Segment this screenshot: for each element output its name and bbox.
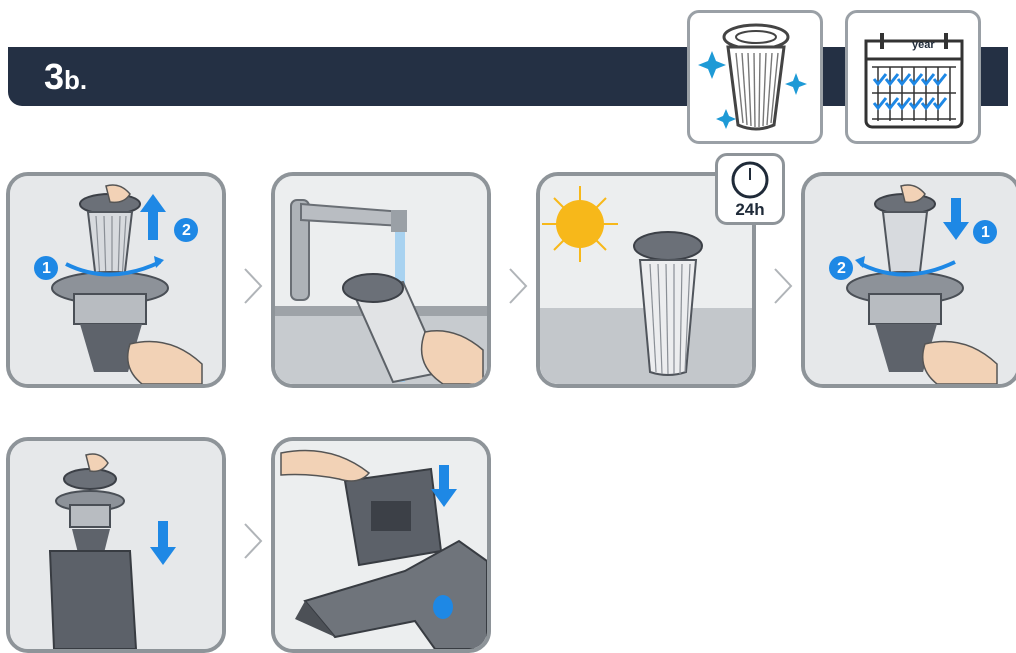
step-suffix: b. (64, 65, 87, 95)
chevron-right-icon (242, 266, 264, 306)
step-marker-1: 1 (42, 260, 51, 278)
sparkling-filter-icon (687, 10, 823, 144)
step-panel-rinse-filter (271, 172, 491, 388)
calendar-year-label: year (912, 39, 935, 51)
step-title: 3b. (44, 57, 87, 97)
chevron-right-icon (242, 521, 264, 561)
step-panel-insert-into-bin (6, 437, 226, 653)
chevron-right-icon (772, 266, 794, 306)
step-panel-remove-filter: 1 2 (6, 172, 226, 388)
timer-label: 24h (718, 200, 782, 220)
step-panel-reinsert-filter: 1 2 (801, 172, 1016, 388)
step-marker-1: 1 (981, 224, 990, 242)
clock-icon (718, 158, 782, 202)
step-marker-2: 2 (837, 260, 846, 278)
timer-badge: 24h (715, 153, 785, 225)
step-panel-attach-bin (271, 437, 491, 653)
chevron-right-icon (507, 266, 529, 306)
calendar-icon: year (845, 10, 981, 144)
step-marker-2: 2 (182, 222, 191, 240)
step-number: 3 (44, 56, 64, 97)
